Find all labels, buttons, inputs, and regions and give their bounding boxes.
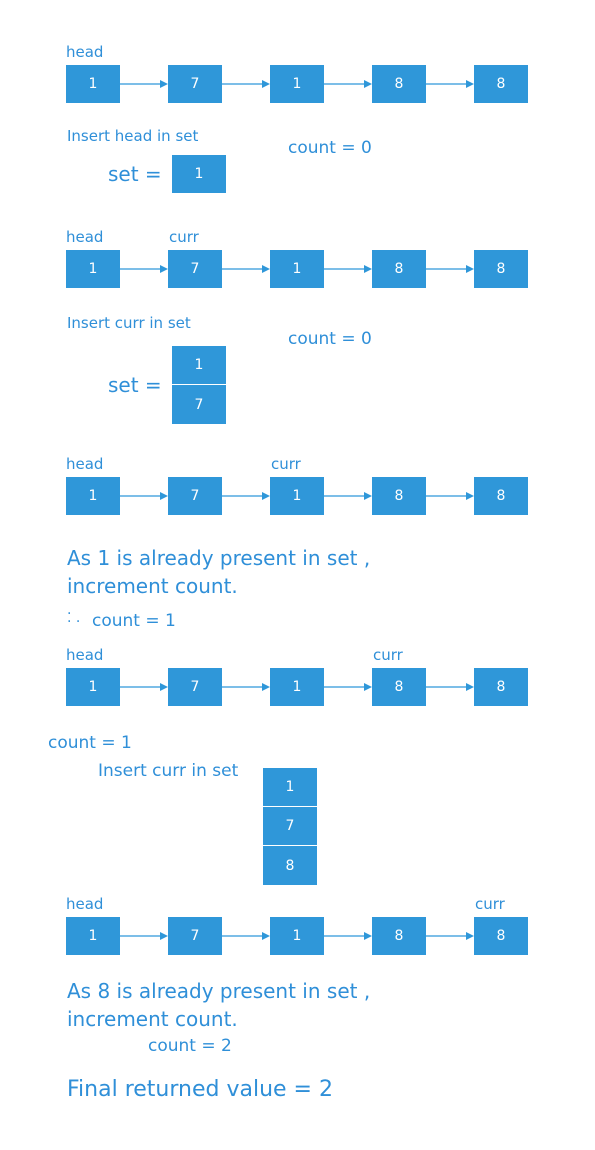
row4-node-4: 8 [372,668,426,706]
row5-node-2: 7 [168,917,222,955]
row3-node-5: 8 [474,477,528,515]
row4-head-label: head [66,646,104,664]
row2-head-label: head [66,228,104,246]
row3-node-4: 8 [372,477,426,515]
row3-node-3: 1 [270,477,324,515]
row5-arrow-3 [324,932,372,940]
step2-count: count = 0 [288,329,372,349]
row3-arrow-2 [222,492,270,500]
step4-set-cell-2: 7 [263,807,317,845]
row1-node-1: 1 [66,65,120,103]
row4-node-5: 8 [474,668,528,706]
row5-node-1: 1 [66,917,120,955]
step2-set-cell-1: 1 [172,346,226,384]
step1-count: count = 0 [288,138,372,158]
step5-line1: As 8 is already present in set , [67,979,371,1003]
row2-node-3: 1 [270,250,324,288]
row3-head-label: head [66,455,104,473]
row4-arrow-4 [426,683,474,691]
row5-arrow-4 [426,932,474,940]
row3-arrow-4 [426,492,474,500]
row1-node-3: 1 [270,65,324,103]
row4-arrow-3 [324,683,372,691]
row2-arrow-1 [120,265,168,273]
final-result: Final returned value = 2 [67,1077,333,1102]
step1-set-cell-1: 1 [172,155,226,193]
row4-curr-label: curr [373,646,403,664]
row1-head-label: head [66,43,104,61]
row5-node-5: 8 [474,917,528,955]
step3-line2: increment count. [67,574,238,598]
step1-set-label: set = [108,162,162,186]
row5-arrow-2 [222,932,270,940]
row5-node-4: 8 [372,917,426,955]
row4-node-2: 7 [168,668,222,706]
row4-node-3: 1 [270,668,324,706]
step5-line2: increment count. [67,1007,238,1031]
row1-node-4: 8 [372,65,426,103]
row1-arrow-1 [120,80,168,88]
row4-arrow-2 [222,683,270,691]
row1-node-5: 8 [474,65,528,103]
therefore-symbol: .. . [67,602,81,626]
row4-node-1: 1 [66,668,120,706]
step2-caption: Insert curr in set [67,314,191,332]
row5-curr-label: curr [475,895,505,913]
step4-count: count = 1 [48,733,132,753]
step1-caption: Insert head in set [67,127,199,145]
step5-count: count = 2 [148,1036,232,1056]
row5-head-label: head [66,895,104,913]
row2-node-5: 8 [474,250,528,288]
row3-node-2: 7 [168,477,222,515]
step2-set-label: set = [108,373,162,397]
row2-arrow-4 [426,265,474,273]
row2-node-4: 8 [372,250,426,288]
row3-node-1: 1 [66,477,120,515]
step4-caption: Insert curr in set [98,761,239,781]
row5-node-3: 1 [270,917,324,955]
step4-set-cell-3: 8 [263,846,317,885]
row2-curr-label: curr [169,228,199,246]
row2-arrow-3 [324,265,372,273]
row3-curr-label: curr [271,455,301,473]
row2-node-1: 1 [66,250,120,288]
row4-arrow-1 [120,683,168,691]
row1-arrow-3 [324,80,372,88]
step4-set-cell-1: 1 [263,768,317,806]
row1-arrow-4 [426,80,474,88]
row1-arrow-2 [222,80,270,88]
row2-arrow-2 [222,265,270,273]
row3-arrow-1 [120,492,168,500]
step2-set-cell-2: 7 [172,385,226,424]
row1-node-2: 7 [168,65,222,103]
step3-count: count = 1 [92,611,176,631]
row2-node-2: 7 [168,250,222,288]
row3-arrow-3 [324,492,372,500]
step3-line1: As 1 is already present in set , [67,546,371,570]
row5-arrow-1 [120,932,168,940]
